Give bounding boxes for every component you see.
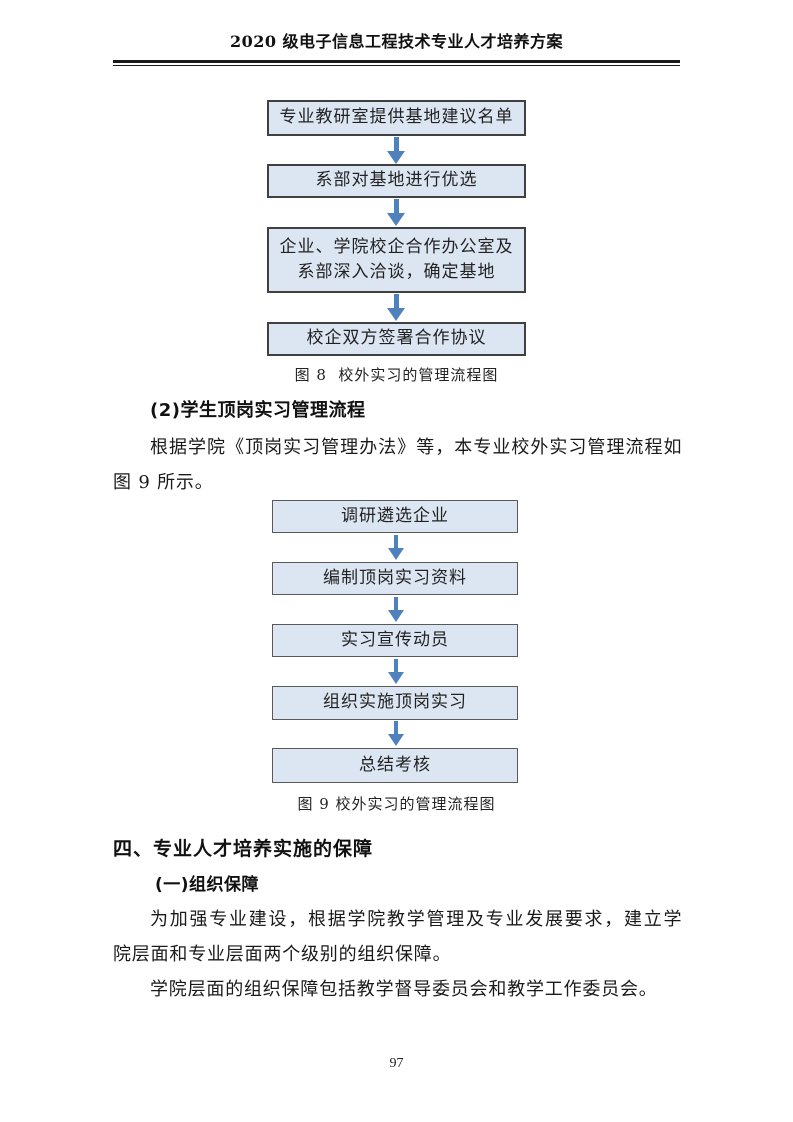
arrow-stem bbox=[394, 535, 398, 548]
down-arrow-icon bbox=[387, 137, 405, 164]
arrow-head bbox=[387, 213, 405, 226]
down-arrow-icon bbox=[388, 721, 404, 746]
header-rule-thick-line bbox=[113, 60, 680, 63]
down-arrow-icon bbox=[387, 294, 405, 321]
arrow-stem bbox=[393, 137, 399, 151]
flow8-step-optimize: 系部对基地进行优选 bbox=[267, 164, 526, 198]
arrow-head bbox=[388, 610, 404, 622]
down-arrow-icon bbox=[388, 597, 404, 622]
header-rule-thin-line bbox=[113, 64, 680, 66]
flow8-step-negotiate: 企业、学院校企合作办公室及 系部深入洽谈，确定基地 bbox=[267, 227, 526, 293]
arrow-stem bbox=[393, 199, 399, 213]
figure8-caption: 图 8 校外实习的管理流程图 bbox=[294, 366, 499, 384]
paragraph-line: 根据学院《顶岗实习管理办法》等，本专业校外实习管理流程如 bbox=[150, 437, 682, 458]
figure9-caption: 图 9 校外实习的管理流程图 bbox=[297, 795, 496, 813]
arrow-head bbox=[388, 672, 404, 684]
flow9-step-summary-assess: 总结考核 bbox=[272, 748, 518, 783]
subsection-heading-internship-process: (2)学生顶岗实习管理流程 bbox=[150, 400, 366, 421]
page-header-title: 2020 级电子信息工程技术专业人才培养方案 bbox=[229, 32, 564, 51]
flow9-step-publicity: 实习宣传动员 bbox=[272, 624, 518, 657]
arrow-head bbox=[387, 151, 405, 164]
arrow-stem bbox=[394, 659, 398, 672]
section-heading-guarantee: 四、专业人才培养实施的保障 bbox=[113, 838, 374, 860]
paragraph-line: 图 9 所示。 bbox=[113, 472, 214, 493]
arrow-head bbox=[387, 308, 405, 321]
paragraph-line: 院层面和专业层面两个级别的组织保障。 bbox=[113, 944, 452, 965]
arrow-stem bbox=[394, 597, 398, 610]
subsection-heading-organization: (一)组织保障 bbox=[155, 875, 260, 895]
arrow-stem bbox=[394, 721, 398, 734]
flow9-step-research-select: 调研遴选企业 bbox=[272, 500, 518, 533]
paragraph-line: 学院层面的组织保障包括教学督导委员会和教学工作委员会。 bbox=[150, 979, 658, 1000]
down-arrow-icon bbox=[387, 199, 405, 226]
paragraph-line: 为加强专业建设，根据学院教学管理及专业发展要求，建立学 bbox=[150, 909, 682, 930]
header-rule bbox=[113, 60, 680, 66]
flow8-step-sign-agreement: 校企双方签署合作协议 bbox=[267, 322, 526, 356]
arrow-head bbox=[388, 548, 404, 560]
arrow-head bbox=[388, 734, 404, 746]
down-arrow-icon bbox=[388, 659, 404, 684]
arrow-stem bbox=[393, 294, 399, 308]
flow8-step-suggest-list: 专业教研室提供基地建议名单 bbox=[267, 100, 526, 136]
flow9-step-prepare-materials: 编制顶岗实习资料 bbox=[272, 562, 518, 595]
down-arrow-icon bbox=[388, 535, 404, 560]
page-number: 97 bbox=[389, 1056, 404, 1071]
flow9-step-implement: 组织实施顶岗实习 bbox=[272, 686, 518, 720]
